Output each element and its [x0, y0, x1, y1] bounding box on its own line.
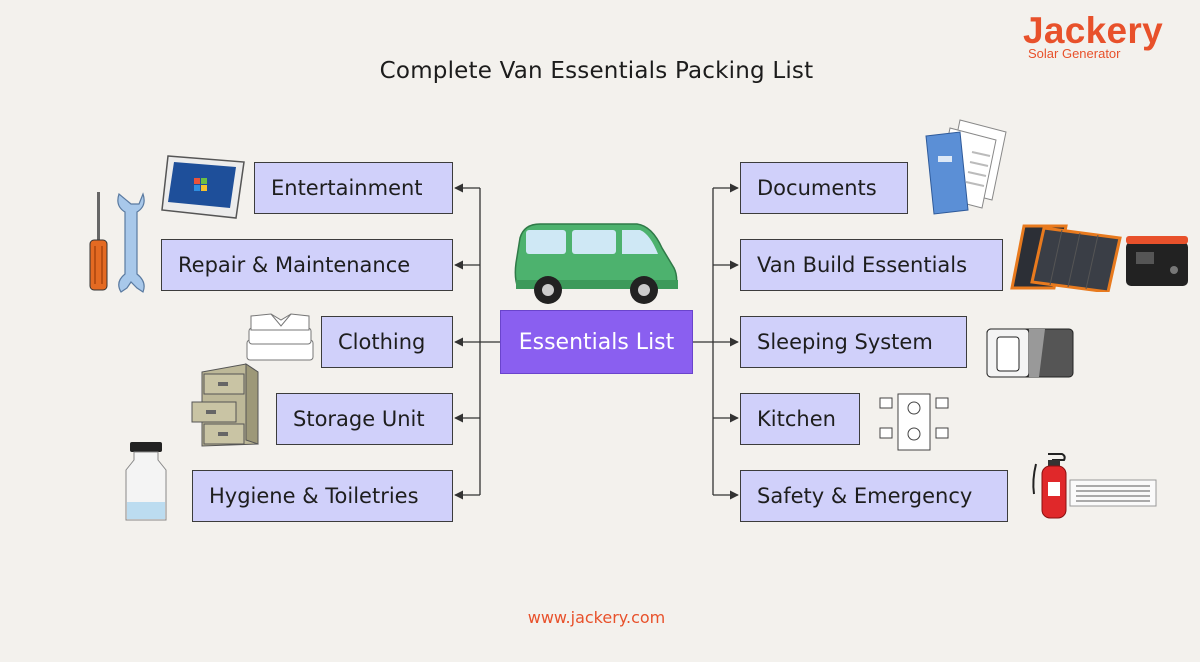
brand-tagline: Solar Generator — [1028, 46, 1121, 61]
clothes-icon — [246, 313, 314, 361]
node-entertainment: Entertainment — [254, 162, 453, 214]
node-safety-emergency: Safety & Emergency — [740, 470, 1008, 522]
brand-logo: Jackery — [1023, 10, 1163, 51]
table-icon — [879, 393, 949, 451]
node-documents: Documents — [740, 162, 908, 214]
mattress-icon — [986, 328, 1074, 378]
node-sleeping-system: Sleeping System — [740, 316, 967, 368]
documents-icon — [925, 119, 1007, 215]
page-title: Complete Van Essentials Packing List — [379, 58, 814, 84]
van-icon — [514, 223, 678, 304]
filing-cabinet-icon — [191, 363, 259, 447]
fire-extinguisher-icon — [1032, 453, 1157, 519]
solar-generator-icon — [1010, 224, 1188, 292]
node-repair-maintenance: Repair & Maintenance — [161, 239, 453, 291]
footer-url[interactable]: www.jackery.com — [527, 608, 666, 627]
jar-icon — [125, 442, 167, 521]
tablet-icon — [161, 155, 245, 219]
node-kitchen: Kitchen — [740, 393, 860, 445]
node-van-build-essentials: Van Build Essentials — [740, 239, 1003, 291]
tools-icon — [89, 192, 145, 293]
node-clothing: Clothing — [321, 316, 453, 368]
essentials-list-node: Essentials List — [500, 310, 693, 374]
node-hygiene-toiletries: Hygiene & Toiletries — [192, 470, 453, 522]
node-storage-unit: Storage Unit — [276, 393, 453, 445]
